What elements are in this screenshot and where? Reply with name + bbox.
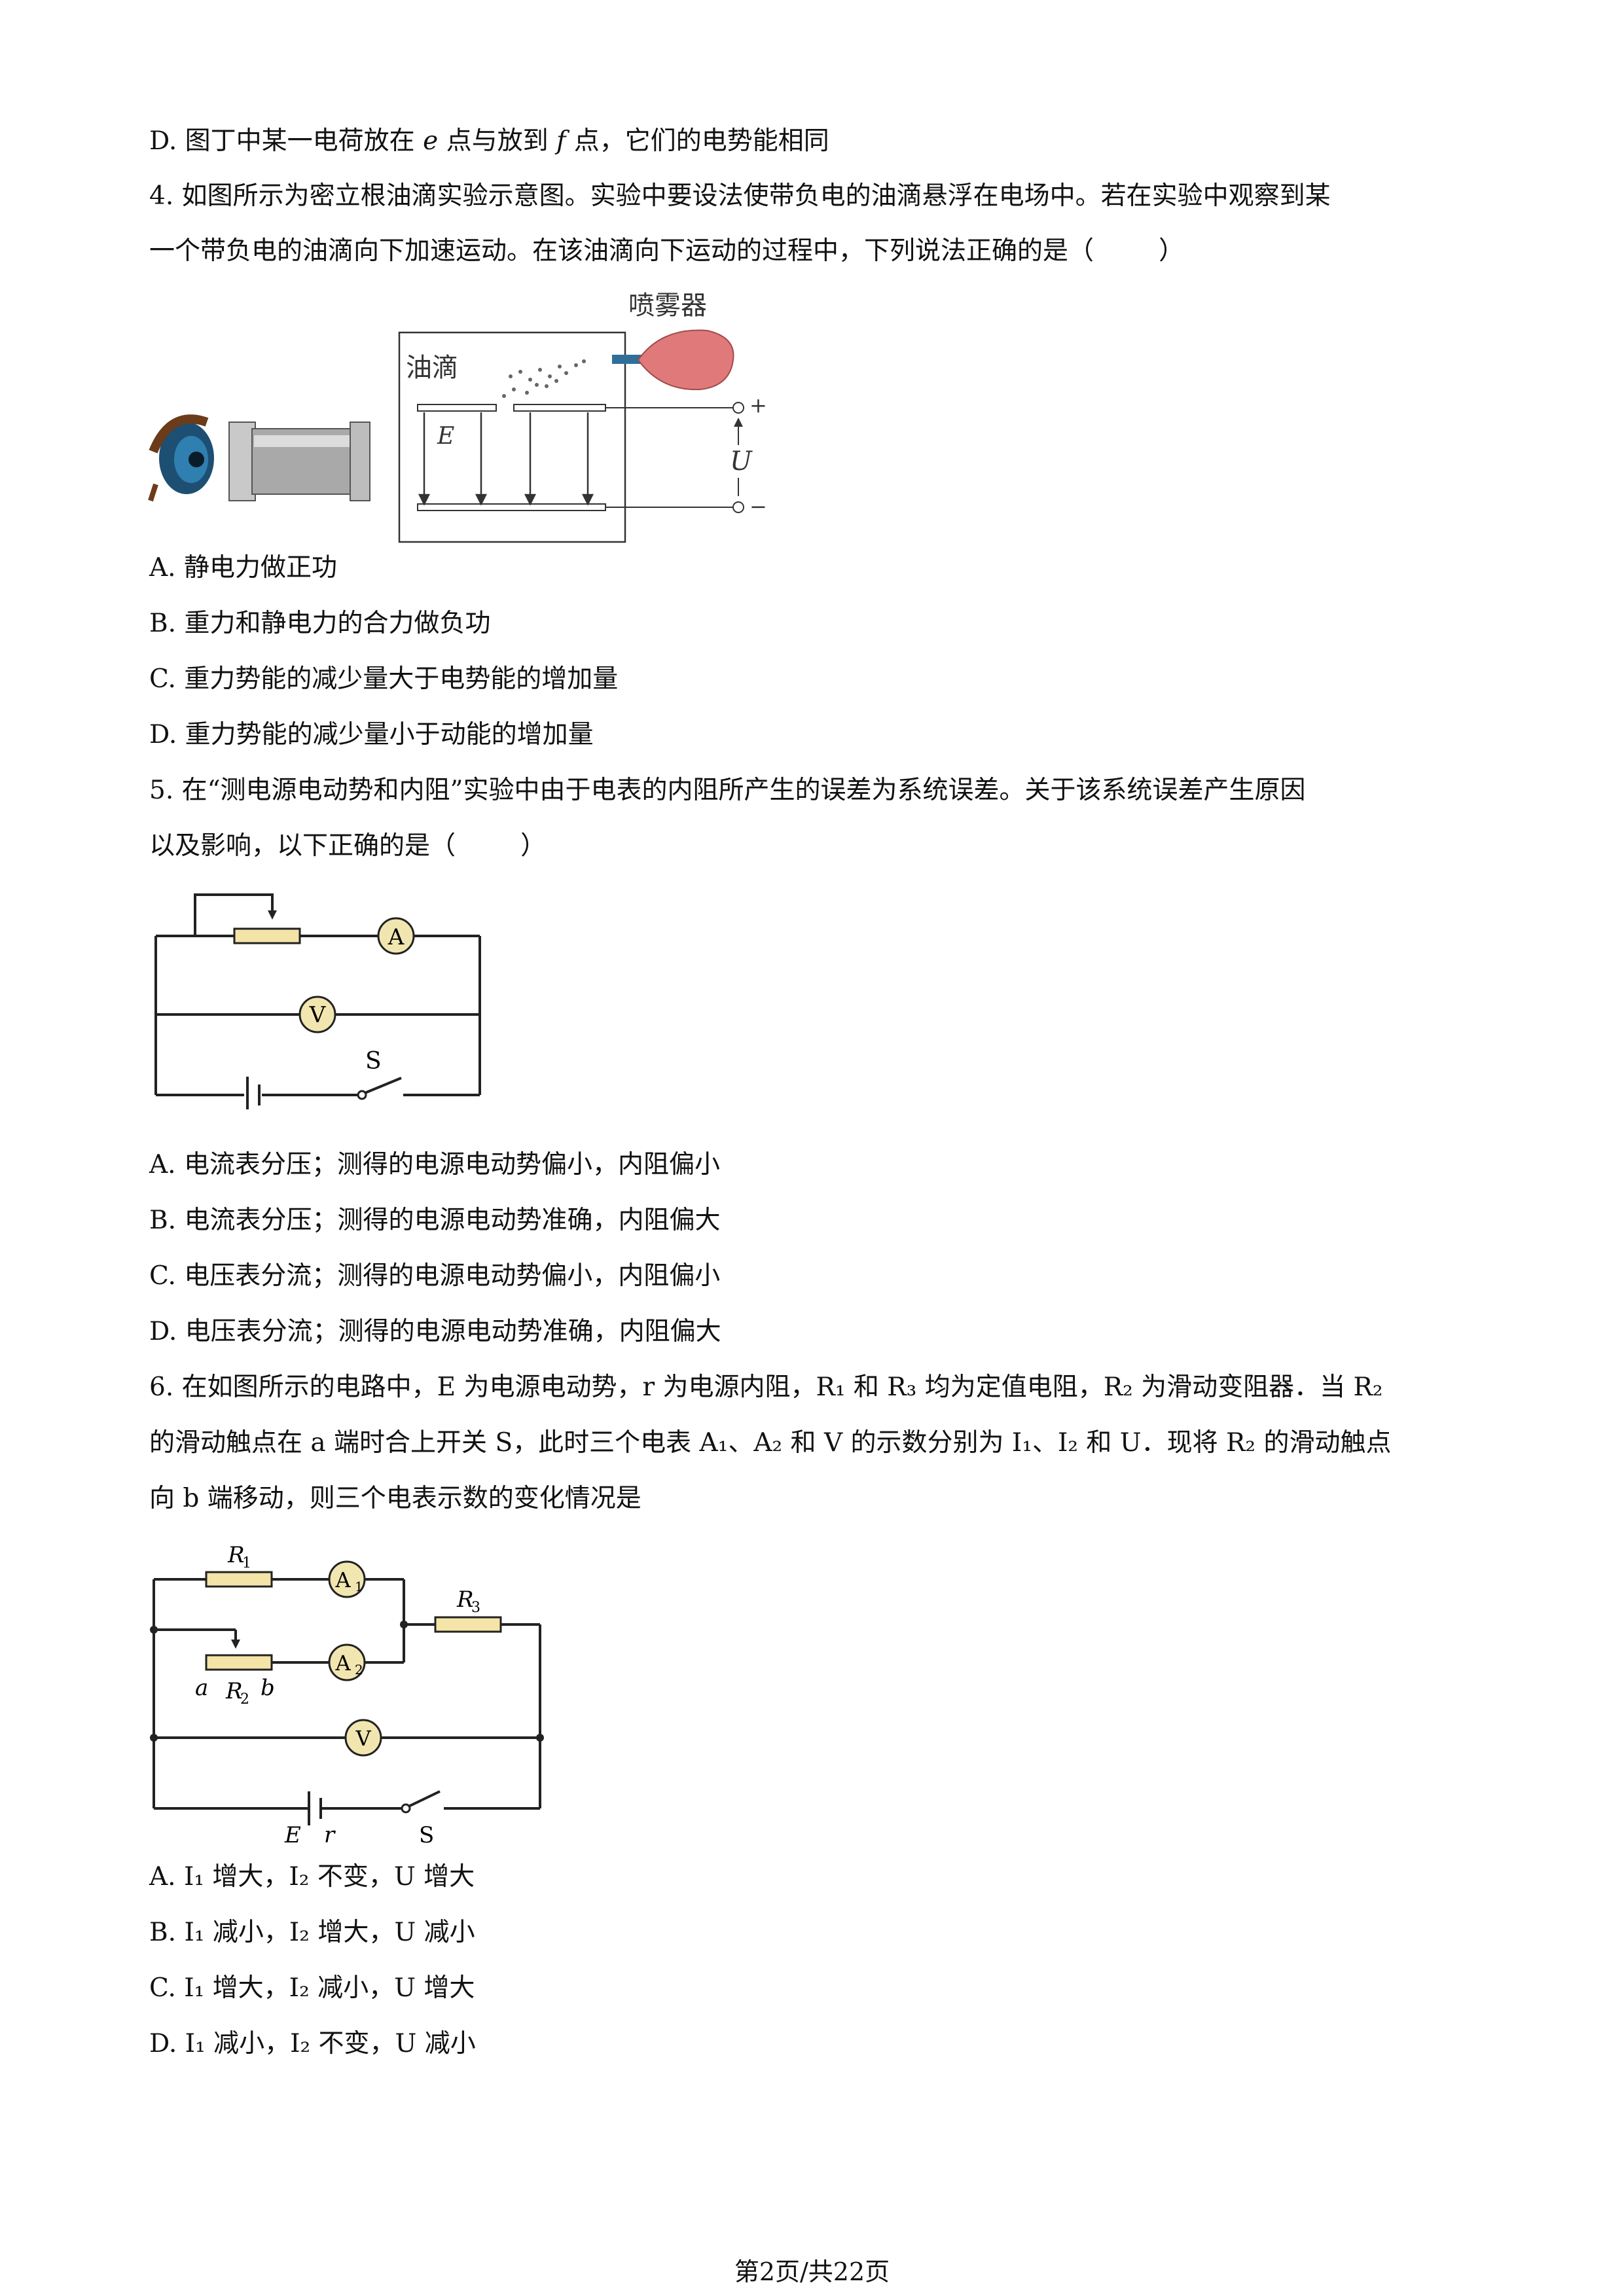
q6-option-d: D. I₁ 减小，I₂ 不变，U 减小 <box>149 2029 476 2058</box>
voltage-label: U <box>730 446 753 476</box>
svg-text:V: V <box>309 1002 327 1028</box>
ammeter-a2: A 2 <box>328 1643 366 1681</box>
switch-label: S <box>419 1822 434 1848</box>
plus-sign: + <box>749 393 767 418</box>
q3-option-d: D. 图丁中某一电荷放在 e 点与放到 f 点，它们的电势能相同 <box>149 126 829 156</box>
rheostat-r2: a R 2 b <box>195 1654 275 1708</box>
svg-text:R: R <box>227 1542 245 1568</box>
ammeter: A <box>377 917 415 955</box>
minus-sign: − <box>749 494 767 519</box>
sprayer-label: 喷雾器 <box>628 291 707 321</box>
q6-option-b: B. I₁ 减小，I₂ 增大，U 减小 <box>149 1918 475 1947</box>
svg-text:3: 3 <box>471 1600 480 1616</box>
svg-text:a: a <box>195 1675 208 1701</box>
q5-option-b: B. 电流表分压；测得的电源电动势准确，内阻偏大 <box>149 1206 721 1235</box>
q4-stem-line1: 4. 如图所示为密立根油滴实验示意图。实验中要设法使带负电的油滴悬浮在电场中。若… <box>149 181 1331 211</box>
sprayer-icon <box>612 329 734 391</box>
svg-text:V: V <box>355 1726 371 1751</box>
oil-droplets <box>502 359 586 398</box>
q6-option-c: C. I₁ 增大，I₂ 减小，U 增大 <box>149 1973 475 2003</box>
oil-label: 油滴 <box>406 353 458 383</box>
internal-resistance-label: r <box>324 1822 336 1848</box>
q4-option-c: C. 重力势能的减少量大于电势能的增加量 <box>149 664 619 694</box>
q5-option-c: C. 电压表分流；测得的电源电动势偏小，内阻偏小 <box>149 1261 721 1291</box>
voltmeter: V <box>298 996 336 1033</box>
svg-text:2: 2 <box>240 1691 249 1708</box>
battery <box>246 1077 261 1109</box>
q6-option-a: A. I₁ 增大，I₂ 不变，U 增大 <box>149 1862 475 1892</box>
q5-stem-line1: 5. 在“测电源电动势和内阻”实验中由于电表的内阻所产生的误差为系统误差。关于该… <box>149 776 1306 805</box>
q5-stem-line2: 以及影响，以下正确的是（ ） <box>149 831 547 861</box>
switch-contact <box>357 1090 367 1100</box>
emf-label: E <box>284 1822 301 1848</box>
field-label: E <box>437 423 454 450</box>
battery-er <box>308 1791 322 1825</box>
svg-text:A: A <box>334 1651 351 1676</box>
q4-stem-line2: 一个带负电的油滴向下加速运动。在该油滴向下运动的过程中，下列说法正确的是（ ） <box>149 236 1185 266</box>
field-arrows <box>418 412 594 506</box>
resistor-r3: R 3 <box>434 1587 502 1633</box>
top-plate-left <box>417 404 497 412</box>
svg-text:b: b <box>261 1675 275 1701</box>
rheostat <box>233 927 301 944</box>
svg-text:1: 1 <box>242 1555 251 1571</box>
svg-text:1: 1 <box>355 1579 363 1594</box>
svg-text:R: R <box>225 1678 243 1704</box>
q4-option-b: B. 重力和静电力的合力做负功 <box>149 609 491 638</box>
q4-option-d: D. 重力势能的减少量小于动能的增加量 <box>149 720 594 749</box>
q5-option-d: D. 电压表分流；测得的电源电动势准确，内阻偏大 <box>149 1317 721 1346</box>
switch-label: S <box>365 1048 382 1075</box>
junction-dots <box>150 1621 544 1742</box>
switch-contact <box>401 1803 411 1814</box>
svg-text:2: 2 <box>355 1662 363 1677</box>
terminal-plus <box>732 402 744 414</box>
terminal-minus <box>732 501 744 513</box>
svg-text:A: A <box>388 924 405 950</box>
q6-stem-line3: 向 b 端移动，则三个电表示数的变化情况是 <box>149 1484 641 1513</box>
top-plate-right <box>513 404 606 412</box>
voltmeter-v: V <box>344 1719 382 1757</box>
svg-text:A: A <box>334 1568 351 1592</box>
bottom-plate <box>417 503 606 511</box>
millikan-oil-drop-figure: 油滴 喷雾器 E + − U <box>148 291 767 543</box>
ammeter-a1: A 1 <box>328 1560 366 1598</box>
svg-text:R: R <box>456 1587 474 1613</box>
eye-icon <box>148 414 214 502</box>
variable-resistor-circuit-figure: R 1 a R 2 b R 3 A 1 A 2 V E r S <box>150 1542 544 1848</box>
q6-stem-line1: 6. 在如图所示的电路中，E 为电源电动势，r 为电源内阻，R₁ 和 R₃ 均为… <box>149 1372 1383 1402</box>
q5-option-a: A. 电流表分压；测得的电源电动势偏小，内阻偏小 <box>149 1150 720 1179</box>
emf-circuit-figure: A V S <box>154 893 481 1109</box>
resistor-r1: R 1 <box>205 1542 273 1588</box>
q4-option-a: A. 静电力做正功 <box>149 553 337 583</box>
microscope-tube <box>228 422 370 501</box>
q6-stem-line2: 的滑动触点在 a 端时合上开关 S，此时三个电表 A₁、A₂ 和 V 的示数分别… <box>149 1428 1392 1458</box>
page-footer: 第2页/共22页 <box>734 2257 890 2286</box>
